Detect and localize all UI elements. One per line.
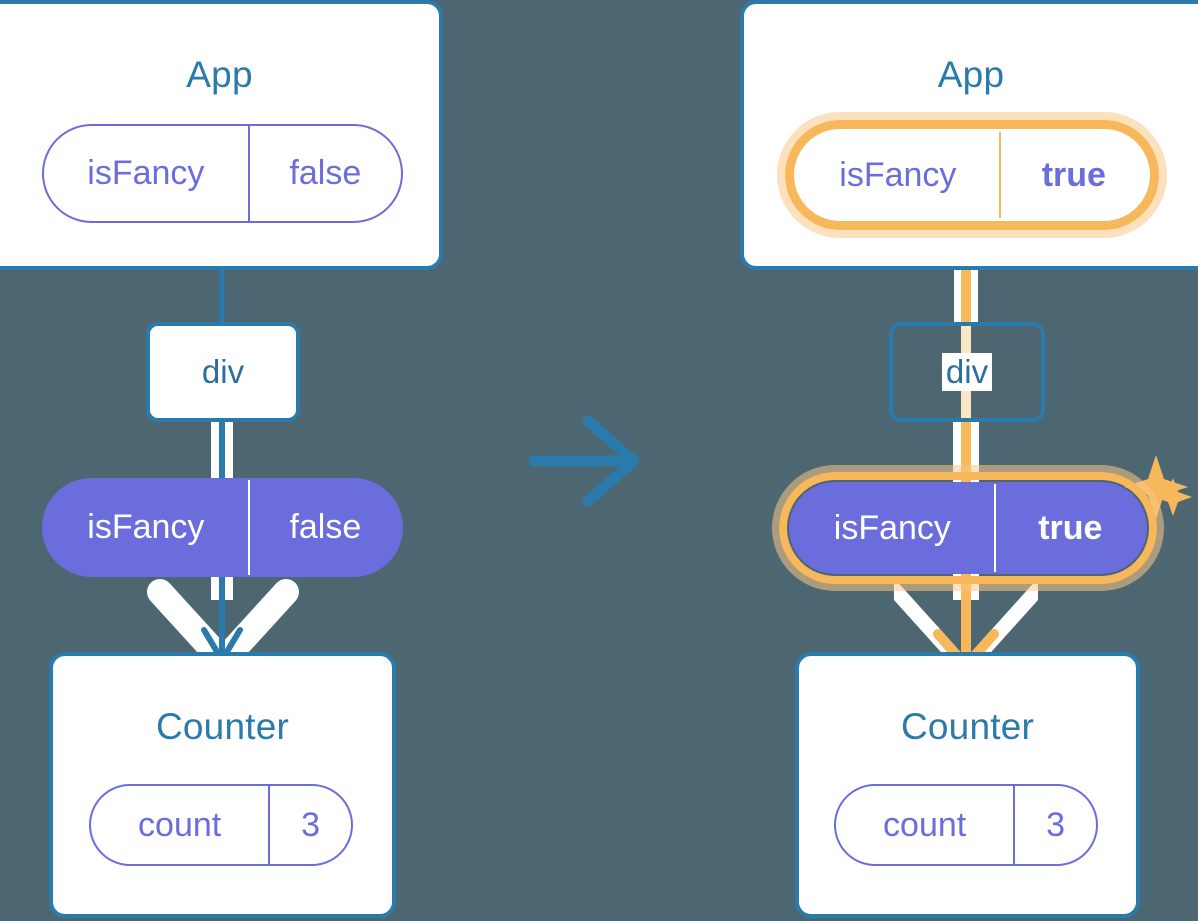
app-card-title-left: App — [186, 54, 253, 95]
prop-pill-value-left: false — [247, 480, 401, 575]
prop-pill-right: isFancy true — [789, 482, 1147, 574]
div-node-left: div — [146, 322, 300, 422]
app-prop-pill-value-left: false — [247, 126, 401, 221]
counter-state-pill-left: count 3 — [89, 784, 353, 866]
counter-state-pill-right: count 3 — [834, 784, 1098, 866]
app-card-title-right: App — [937, 54, 1005, 95]
prop-pill-key-right: isFancy — [833, 508, 951, 547]
counter-card-title-left: Counter — [155, 706, 290, 747]
counter-card-left: Counter — [49, 652, 396, 918]
div-node-label-left: div — [201, 353, 245, 390]
counter-state-pill-key-right: count — [883, 805, 967, 844]
panel-after: App isFancy true div isFancy true Counte… — [599, 0, 1198, 921]
prop-pill-left: isFancy false — [42, 478, 403, 577]
counter-card-title-right: Counter — [900, 706, 1035, 747]
div-node-right: div — [889, 322, 1045, 422]
prop-pill-key-left: isFancy — [87, 508, 205, 546]
app-prop-pill-key-left: isFancy — [87, 154, 205, 192]
app-prop-pill-left: isFancy false — [42, 124, 403, 223]
app-prop-pill-key-right: isFancy — [839, 155, 957, 194]
app-prop-pill-value-right: true — [998, 132, 1147, 218]
counter-state-pill-value-right: 3 — [1013, 786, 1096, 864]
counter-state-pill-value-left: 3 — [268, 786, 351, 864]
app-prop-pill-right: isFancy true — [795, 130, 1149, 220]
counter-state-pill-key-left: count — [138, 805, 222, 844]
panel-before: App isFancy false div isFancy false Coun… — [0, 0, 443, 918]
prop-pill-value-right: true — [993, 484, 1145, 572]
div-node-label-right: div — [941, 353, 993, 391]
